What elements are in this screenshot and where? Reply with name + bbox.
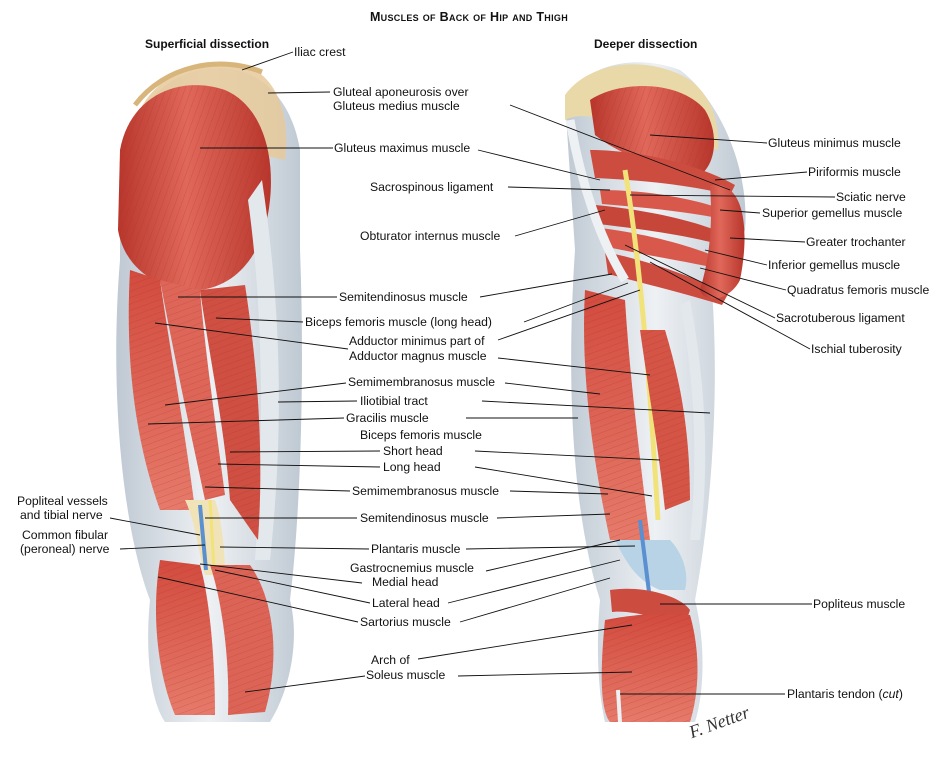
label-arch-of: Arch of — [371, 653, 410, 667]
label-common-fibular-1: Common fibular — [22, 528, 109, 542]
label-semitendinosus-1: Semitendinosus muscle — [339, 290, 468, 304]
label-sartorius: Sartorius muscle — [360, 615, 451, 629]
label-biceps-long-head: Biceps femoris muscle (long head) — [305, 315, 492, 329]
label-gastrocnemius: Gastrocnemius muscle — [350, 561, 474, 575]
right-plantaris-tendon — [616, 689, 622, 723]
label-semitendinosus-2: Semitendinosus muscle — [360, 511, 489, 525]
label-popliteal-1: Popliteal vessels — [17, 494, 108, 508]
label-gluteal-aponeurosis-2: Gluteus medius muscle — [333, 99, 460, 113]
label-soleus: Soleus muscle — [366, 668, 446, 682]
label-gluteal-aponeurosis-1: Gluteal aponeurosis over — [333, 85, 469, 99]
label-plantaris-tendon: Plantaris tendon (cut) — [787, 687, 903, 701]
label-short-head: Short head — [383, 444, 443, 458]
label-obturator-internus: Obturator internus muscle — [360, 229, 501, 243]
label-popliteus: Popliteus muscle — [813, 597, 906, 611]
label-biceps-femoris: Biceps femoris muscle — [360, 428, 482, 442]
panel-title-superficial: Superficial dissection — [145, 37, 270, 51]
right-inferior-gemellus — [600, 228, 728, 270]
right-sciatic-nerve — [622, 169, 661, 521]
label-common-fibular-2: (peroneal) nerve — [20, 542, 110, 556]
plantaris-tendon-text: Plantaris tendon — [787, 687, 876, 701]
label-greater-trochanter: Greater trochanter — [806, 235, 906, 249]
label-quadratus: Quadratus femoris muscle — [787, 283, 930, 297]
label-iliotibial-tract: Iliotibial tract — [360, 394, 428, 408]
label-gluteus-maximus: Gluteus maximus muscle — [334, 141, 471, 155]
right-sacrotuberous-ligament — [565, 119, 629, 283]
label-long-head: Long head — [383, 460, 441, 474]
figure-title: Muscles of Back of Hip and Thigh — [369, 10, 569, 24]
right-greater-trochanter — [700, 184, 745, 299]
label-semimembranosus-1: Semimembranosus muscle — [348, 375, 495, 389]
left-tibial-nerve — [208, 499, 216, 571]
plantaris-tendon-cut: cut — [882, 687, 899, 701]
right-superior-gemellus — [600, 190, 730, 220]
label-adductor-minimus: Adductor minimus part of — [349, 334, 485, 348]
label-sciatic: Sciatic nerve — [836, 190, 906, 204]
label-popliteal-2: and tibial nerve — [20, 508, 103, 522]
leader-lines — [109, 51, 836, 695]
label-gluteus-minimus: Gluteus minimus muscle — [768, 136, 901, 150]
right-popliteal-fossa — [615, 540, 687, 590]
label-piriformis: Piriformis muscle — [808, 165, 901, 179]
right-popliteal-vessel — [638, 519, 652, 601]
right-vastus-lateralis — [680, 300, 706, 540]
label-inferior-gemellus: Inferior gemellus muscle — [768, 258, 901, 272]
deeper-figure — [565, 62, 746, 723]
panel-title-deeper: Deeper dissection — [594, 37, 698, 51]
label-gracilis: Gracilis muscle — [346, 411, 429, 425]
label-medial-head: Medial head — [372, 575, 439, 589]
left-iliac-crest — [133, 61, 263, 107]
label-semimembranosus-2: Semimembranosus muscle — [352, 484, 499, 498]
label-sacrospinous: Sacrospinous ligament — [370, 180, 494, 194]
right-piriformis — [590, 150, 735, 195]
label-ischial: Ischial tuberosity — [811, 342, 902, 356]
label-lateral-head: Lateral head — [372, 596, 440, 610]
superficial-figure — [116, 61, 302, 723]
label-adductor-magnus: Adductor magnus muscle — [349, 349, 487, 363]
label-plantaris: Plantaris muscle — [371, 542, 461, 556]
left-popliteal-vessel — [198, 504, 208, 571]
label-iliac-crest: Iliac crest — [294, 45, 346, 59]
right-obturator-internus — [595, 205, 730, 246]
label-superior-gemellus: Superior gemellus muscle — [762, 206, 903, 220]
label-sacrotuberous: Sacrotuberous ligament — [776, 311, 905, 325]
